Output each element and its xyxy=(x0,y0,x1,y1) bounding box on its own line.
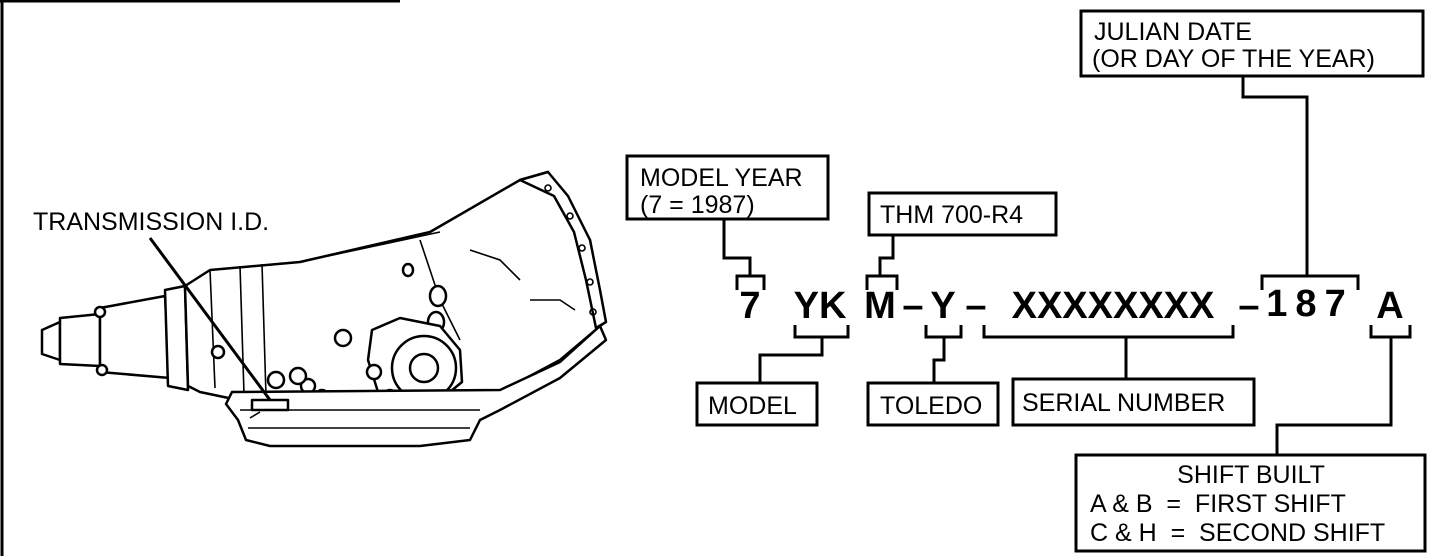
callout-thm: THM 700-R4 xyxy=(867,191,1058,237)
shift-built-title: SHIFT BUILT xyxy=(1177,461,1325,489)
transmission-id-label: TRANSMISSION I.D. xyxy=(33,208,269,236)
code-shift: A xyxy=(1376,285,1403,327)
callout-serial-number: SERIAL NUMBER xyxy=(1011,377,1256,427)
code-plant: Y xyxy=(930,285,955,327)
shift-built-first: A & B = FIRST SHIFT xyxy=(1090,490,1346,518)
code-year: 7 xyxy=(739,285,760,327)
id-code: 7 YK M – Y – XXXXXXXX – 187 A xyxy=(739,283,1403,327)
callout-julian-date: JULIAN DATE (OR DAY OF THE YEAR) xyxy=(1079,9,1425,78)
julian-line-2: (OR DAY OF THE YEAR) xyxy=(1092,45,1375,73)
connector-lines xyxy=(722,77,1412,456)
callout-model: MODEL xyxy=(695,381,819,427)
code-dash-3: – xyxy=(1238,285,1259,327)
code-dash-1: – xyxy=(902,285,923,327)
julian-line-1: JULIAN DATE xyxy=(1094,18,1252,46)
code-serial: XXXXXXXX xyxy=(1012,285,1215,327)
transmission-id-leader xyxy=(148,237,272,401)
transmission-illustration xyxy=(40,170,608,448)
model-year-line-1: MODEL YEAR xyxy=(640,164,803,192)
shift-built-second: C & H = SECOND SHIFT xyxy=(1090,519,1385,547)
code-thm: M xyxy=(864,285,896,327)
model-label: MODEL xyxy=(708,392,797,420)
code-julian: 187 xyxy=(1266,283,1353,325)
toledo-label: TOLEDO xyxy=(880,392,982,420)
code-model: YK xyxy=(794,285,847,327)
thm-label: THM 700-R4 xyxy=(880,201,1023,229)
serial-number-label: SERIAL NUMBER xyxy=(1022,389,1225,417)
page-frame xyxy=(0,0,400,556)
callout-shift-built: SHIFT BUILT A & B = FIRST SHIFT C & H = … xyxy=(1074,453,1427,553)
model-year-line-2: (7 = 1987) xyxy=(640,191,755,219)
code-dash-2: – xyxy=(965,285,986,327)
callout-model-year: MODEL YEAR (7 = 1987) xyxy=(625,154,830,221)
callout-toledo: TOLEDO xyxy=(866,381,1000,427)
